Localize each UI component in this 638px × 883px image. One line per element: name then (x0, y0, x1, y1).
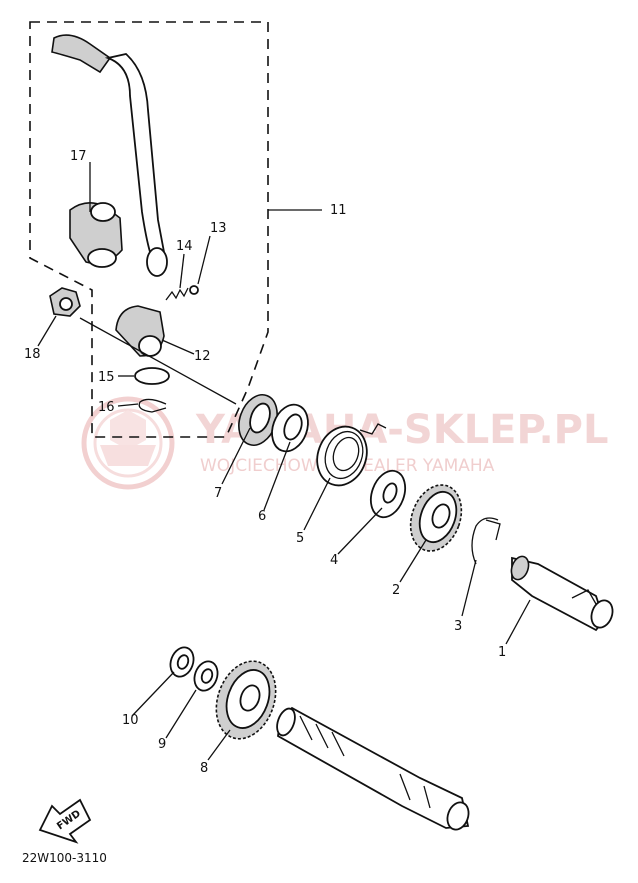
callout-13: 13 (210, 221, 227, 236)
part-9-washer (193, 660, 219, 692)
fwd-arrow-icon: FWD (38, 798, 92, 844)
callout-3: 3 (454, 619, 462, 634)
callout-16: 16 (98, 400, 115, 415)
part-14-spring (165, 287, 189, 301)
main-axle-shaft (276, 706, 470, 831)
part-5-torsion-spring (316, 423, 387, 487)
drawing-code: 22W100-3110 (22, 851, 107, 865)
part-8-idler-gear (215, 660, 277, 740)
part-12-kick-arm (115, 305, 165, 357)
part-18-nut (49, 287, 81, 317)
part-4-washer (369, 469, 407, 519)
part-6-spacer (271, 403, 309, 453)
part-17-kick-boss (69, 202, 123, 268)
part-7-oil-seal (238, 394, 278, 446)
callout-18: 18 (24, 347, 41, 362)
callout-6: 6 (258, 509, 266, 524)
callout-9: 9 (158, 737, 166, 752)
part-11-kick-crank (51, 34, 168, 277)
assembly-boundary-dashed (29, 21, 269, 438)
part-2-kick-gear (409, 484, 463, 552)
yamaha-logo-watermark (81, 396, 175, 490)
part-15-washer (134, 367, 170, 385)
part-16-circlip (138, 398, 167, 413)
callout-8: 8 (200, 761, 208, 776)
callout-5: 5 (296, 531, 304, 546)
leader-lines (37, 162, 531, 761)
callout-15: 15 (98, 370, 115, 385)
callout-7: 7 (214, 486, 222, 501)
callout-4: 4 (330, 553, 338, 568)
callout-11: 11 (330, 203, 347, 218)
part-13-ball (189, 285, 199, 295)
callout-2: 2 (392, 583, 400, 598)
callout-10: 10 (122, 713, 139, 728)
assembly-axis-line (79, 317, 237, 405)
callout-14: 14 (176, 239, 193, 254)
part-1-kick-axle (510, 555, 614, 632)
callout-1: 1 (498, 645, 506, 660)
part-3-clip (471, 517, 501, 565)
callout-12: 12 (194, 349, 211, 364)
part-10-washer (169, 646, 195, 678)
callout-17: 17 (70, 149, 87, 164)
